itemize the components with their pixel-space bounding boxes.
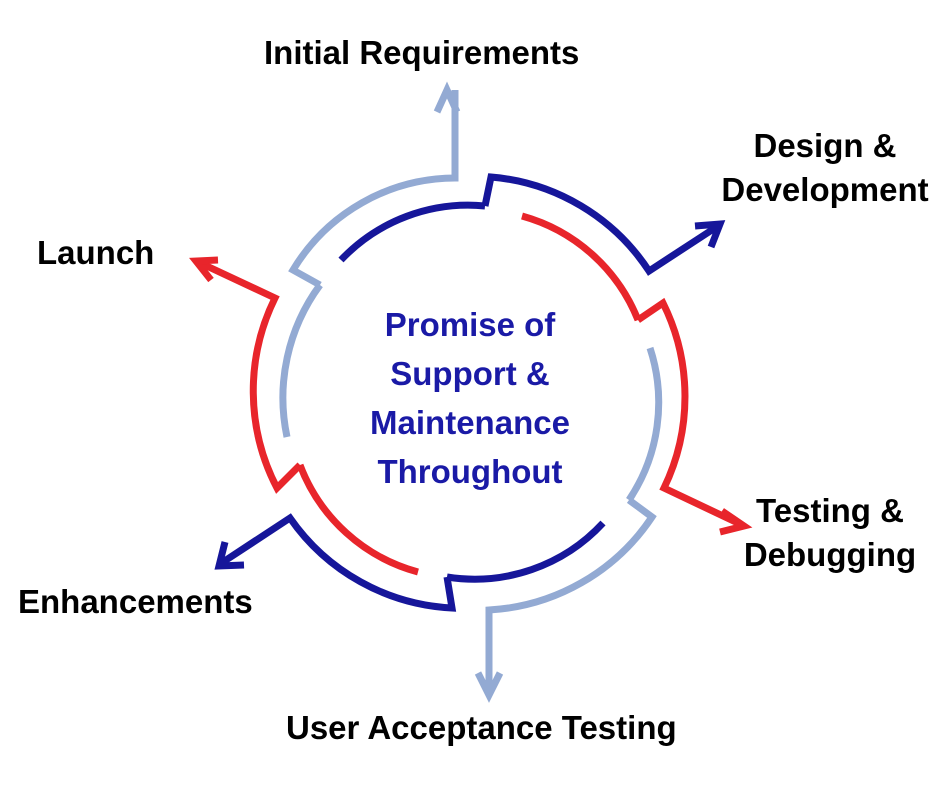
stage-label-line: Debugging bbox=[743, 536, 917, 573]
stage-label-testing-debugging: Testing & Debugging bbox=[740, 489, 920, 577]
stage-label-line: Initial Requirements bbox=[264, 34, 580, 71]
stage-label-line: Launch bbox=[37, 234, 155, 271]
stage-label-launch: Launch bbox=[37, 231, 154, 275]
center-line: Promise of bbox=[384, 306, 556, 343]
center-line: Throughout bbox=[377, 453, 563, 490]
arc-design-development bbox=[338, 173, 726, 276]
stage-label-line: Design & bbox=[753, 127, 897, 164]
stage-label-line: Testing & bbox=[756, 492, 904, 529]
stage-label-user-acceptance-testing: User Acceptance Testing bbox=[286, 706, 677, 750]
arc-launch bbox=[189, 256, 419, 576]
center-line: Support & bbox=[390, 355, 550, 392]
stage-label-line: User Acceptance Testing bbox=[286, 709, 677, 746]
stage-label-line: Enhancements bbox=[18, 583, 253, 620]
center-caption: Promise of Support & Maintenance Through… bbox=[320, 300, 620, 496]
arc-initial-requirements bbox=[279, 81, 461, 438]
stage-label-initial-requirements: Initial Requirements bbox=[264, 31, 579, 75]
center-line: Maintenance bbox=[370, 404, 570, 441]
arc-user-acceptance-testing bbox=[474, 346, 663, 703]
stage-label-design-development: Design & Development bbox=[714, 124, 936, 212]
arc-enhancements bbox=[214, 513, 606, 612]
stage-label-line: Development bbox=[721, 171, 929, 208]
stage-label-enhancements: Enhancements bbox=[18, 580, 253, 624]
arc-testing-debugging bbox=[521, 212, 753, 536]
